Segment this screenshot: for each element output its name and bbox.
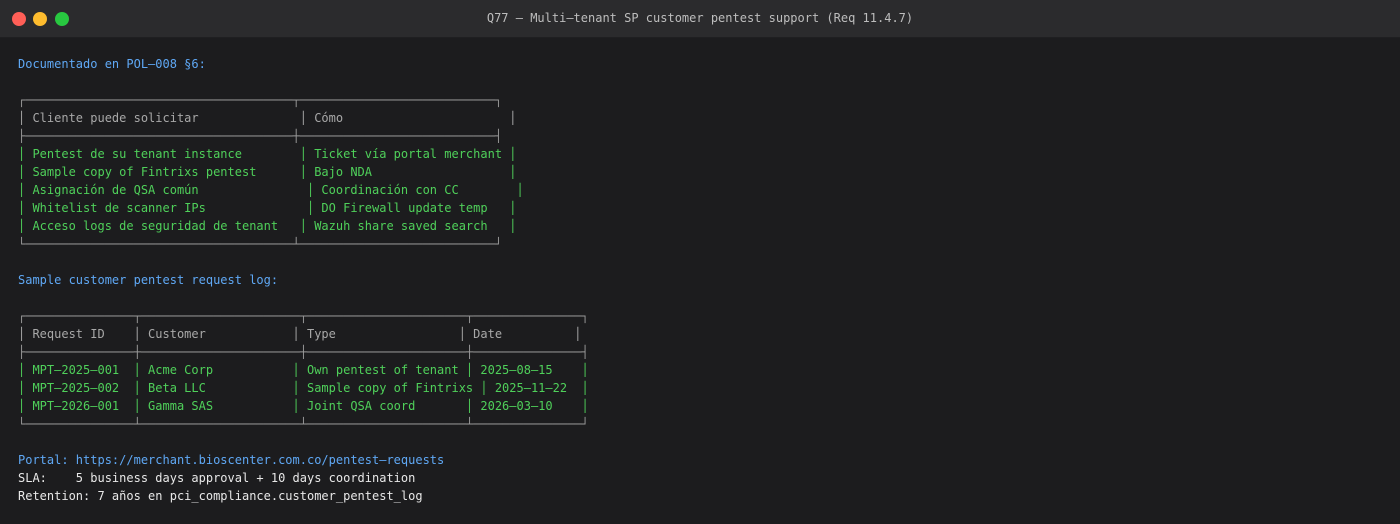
minimize-window-button[interactable]: [33, 12, 47, 26]
table1-row: │ Asignación de QSA común │ Coordinación…: [18, 183, 524, 197]
table1-header: │ Cliente puede solicitar │ Cómo │: [18, 111, 517, 125]
close-window-button[interactable]: [12, 12, 26, 26]
maximize-window-button[interactable]: [55, 12, 69, 26]
intro-line: Documentado en POL–008 §6:: [18, 57, 206, 71]
table2-row: │ MPT–2025–001 │ Acme Corp │ Own pentest…: [18, 363, 589, 377]
table2-bottom-border: └───────────────┴──────────────────────┴…: [18, 417, 589, 431]
retention-line: Retention: 7 años en pci_compliance.cust…: [18, 489, 423, 503]
table1-separator: ├─────────────────────────────────────┼─…: [18, 129, 503, 143]
window-titlebar: Q77 — Multi–tenant SP customer pentest s…: [0, 0, 1400, 38]
table1-row: │ Whitelist de scanner IPs │ DO Firewall…: [18, 201, 517, 215]
spacer: [18, 289, 1388, 307]
window-title: Q77 — Multi–tenant SP customer pentest s…: [486, 11, 914, 25]
spacer: [18, 253, 1388, 271]
table1-row: │ Acceso logs de seguridad de tenant │ W…: [18, 219, 517, 233]
table1-bottom-border: └─────────────────────────────────────┴─…: [18, 237, 503, 251]
table2-row: │ MPT–2026–001 │ Gamma SAS │ Joint QSA c…: [18, 399, 589, 413]
portal-line: Portal: https://merchant.bioscenter.com.…: [18, 453, 445, 467]
table2-top-border: ┌───────────────┬──────────────────────┬…: [18, 309, 589, 323]
log-heading: Sample customer pentest request log:: [18, 273, 279, 287]
table2-header: │ Request ID │ Customer │ Type │ Date │: [18, 327, 582, 341]
spacer: [18, 433, 1388, 451]
spacer: [18, 73, 1388, 91]
table1-row: │ Pentest de su tenant instance │ Ticket…: [18, 147, 517, 161]
table2-row: │ MPT–2025–002 │ Beta LLC │ Sample copy …: [18, 381, 589, 395]
terminal-output[interactable]: Documentado en POL–008 §6: ┌────────────…: [18, 55, 1388, 505]
sla-line: SLA: 5 business days approval + 10 days …: [18, 471, 416, 485]
table1-row: │ Sample copy of Fintrixs pentest │ Bajo…: [18, 165, 517, 179]
table1-top-border: ┌─────────────────────────────────────┬─…: [18, 93, 503, 107]
table2-separator: ├───────────────┼──────────────────────┼…: [18, 345, 589, 359]
